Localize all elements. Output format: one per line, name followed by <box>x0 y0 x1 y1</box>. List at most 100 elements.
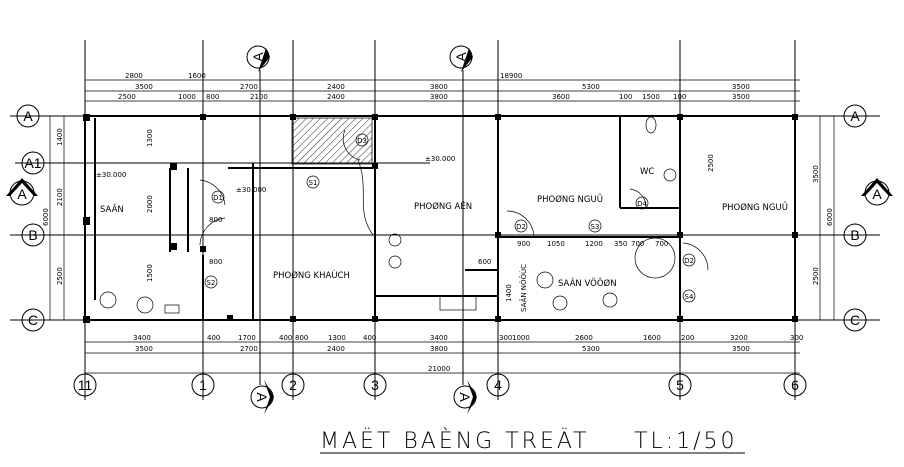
room-label-san: SAÂN <box>100 203 124 215</box>
tag-d4: D4 <box>637 200 647 208</box>
dim-label: 2400 <box>327 93 345 101</box>
tag-d1: D1 <box>213 194 223 202</box>
grid-bubble-row-c-left: C <box>21 308 45 332</box>
section-marker-right: A <box>861 178 893 206</box>
svg-text:A: A <box>254 392 270 402</box>
svg-text:6: 6 <box>791 377 799 393</box>
svg-text:A: A <box>872 186 882 202</box>
tag-d2: D2 <box>684 257 694 265</box>
dim-label: 800 <box>206 93 219 101</box>
section-marker-bottom-2: A <box>453 380 477 414</box>
dim-label: 2500 <box>118 93 136 101</box>
dim-label: 400 <box>279 334 292 342</box>
dim-label: 400 <box>207 334 220 342</box>
dim-label: 3800 <box>430 93 448 101</box>
kitchen-sink <box>439 295 477 311</box>
elevation-mark: ±30.000 <box>425 155 455 163</box>
svg-text:1200: 1200 <box>585 240 603 248</box>
svg-text:A: A <box>457 392 473 402</box>
dim-label: 1700 <box>238 334 256 342</box>
dim-label: 1000 <box>178 93 196 101</box>
svg-text:350: 350 <box>614 240 627 248</box>
dim-label: 3400 <box>133 334 151 342</box>
dim-label: 1500 <box>642 93 660 101</box>
dim-label: 2700 <box>240 83 258 91</box>
dim-label: 300 <box>790 334 803 342</box>
svg-text:1400: 1400 <box>505 284 513 302</box>
section-marker-bottom-1: A <box>250 380 274 414</box>
dim-label: 200 <box>681 334 694 342</box>
tag-d2: D2 <box>516 223 526 231</box>
dim-label: 3500 <box>135 345 153 353</box>
svg-text:5: 5 <box>676 377 684 393</box>
grid-bubble-col-4: 4 <box>486 373 510 397</box>
svg-text:1500: 1500 <box>146 264 154 282</box>
svg-text:11: 11 <box>78 377 93 393</box>
elevation-mark: ±30.000 <box>236 186 266 194</box>
section-marker-top-2: A <box>449 45 473 72</box>
svg-text:6000: 6000 <box>42 208 50 226</box>
dim-label: 3400 <box>430 334 448 342</box>
svg-text:800: 800 <box>209 216 222 224</box>
dim-label: 5300 <box>582 345 600 353</box>
svg-text:C: C <box>28 312 38 328</box>
dim-label: 1600 <box>643 334 661 342</box>
scale-text: TL:1/50 <box>634 429 738 454</box>
grid-bubble-col-5: 5 <box>668 373 692 397</box>
svg-text:2100: 2100 <box>56 188 64 206</box>
toilet-icon <box>645 116 657 134</box>
room-label-san-nuoc: SAÂN NÖÔÙC <box>519 264 528 312</box>
dim-label: 5300 <box>582 83 600 91</box>
tag-s1: S1 <box>309 179 318 187</box>
svg-text:800: 800 <box>209 258 222 266</box>
grid-bubble-row-b-right: B <box>843 223 867 247</box>
dim-label: 2600 <box>575 334 593 342</box>
dim-label: 3500 <box>732 93 750 101</box>
dim-label: 1000 <box>512 334 530 342</box>
dim-label: 1300 <box>328 334 346 342</box>
grid-bubble-row-a-left: A <box>16 104 40 128</box>
svg-text:B: B <box>28 227 37 243</box>
svg-text:A: A <box>850 108 860 124</box>
svg-text:3: 3 <box>371 377 379 393</box>
svg-text:C: C <box>850 312 860 328</box>
svg-text:700: 700 <box>655 240 668 248</box>
floor-drain-icon <box>663 168 677 182</box>
tag-s2: S2 <box>207 279 216 287</box>
spiral-stair <box>634 237 676 279</box>
section-markers: A A A A A A <box>6 45 893 414</box>
dimension-lines <box>49 79 835 374</box>
dim-label: 2400 <box>327 83 345 91</box>
svg-text:700: 700 <box>631 240 644 248</box>
svg-text:1400: 1400 <box>56 128 64 146</box>
svg-text:2: 2 <box>289 377 297 393</box>
dim-label: 2700 <box>240 345 258 353</box>
dim-label: 800 <box>295 334 308 342</box>
dim-label: 3800 <box>430 345 448 353</box>
grid-bubble-row-a1-left: A1 <box>21 151 45 175</box>
room-label-phong-ngu-1: PHOØNG NGUÛ <box>537 193 603 205</box>
dim-label: 100 <box>619 93 632 101</box>
grid-bubble-row-b-left: B <box>21 223 45 247</box>
dim-label: 300 <box>499 334 512 342</box>
room-label-wc: WC <box>640 167 654 177</box>
grid-bubble-row-c-right: C <box>843 308 867 332</box>
grid-bubbles: A A1 B C A B C 11 1 2 3 4 5 6 <box>16 104 867 397</box>
svg-text:2500: 2500 <box>56 267 64 285</box>
doors-and-fixtures <box>99 116 709 314</box>
tag-d3: D3 <box>357 137 367 145</box>
svg-text:2500: 2500 <box>812 267 820 285</box>
grid-bubble-row-a-right: A <box>843 104 867 128</box>
svg-text:6000: 6000 <box>826 208 834 226</box>
dim-label: 3200 <box>730 334 748 342</box>
dim-label: 3600 <box>552 93 570 101</box>
dim-label: 100 <box>673 93 686 101</box>
grid-bubble-col-1: 1 <box>191 373 215 397</box>
room-label-phong-an: PHOØNG AÊN <box>414 200 472 212</box>
title-text: MAËT BAÈNG TREÄT <box>320 427 590 454</box>
svg-text:900: 900 <box>517 240 530 248</box>
drawing-title: MAËT BAÈNG TREÄT TL:1/50 <box>320 427 745 454</box>
tag-s4: S4 <box>685 293 694 301</box>
